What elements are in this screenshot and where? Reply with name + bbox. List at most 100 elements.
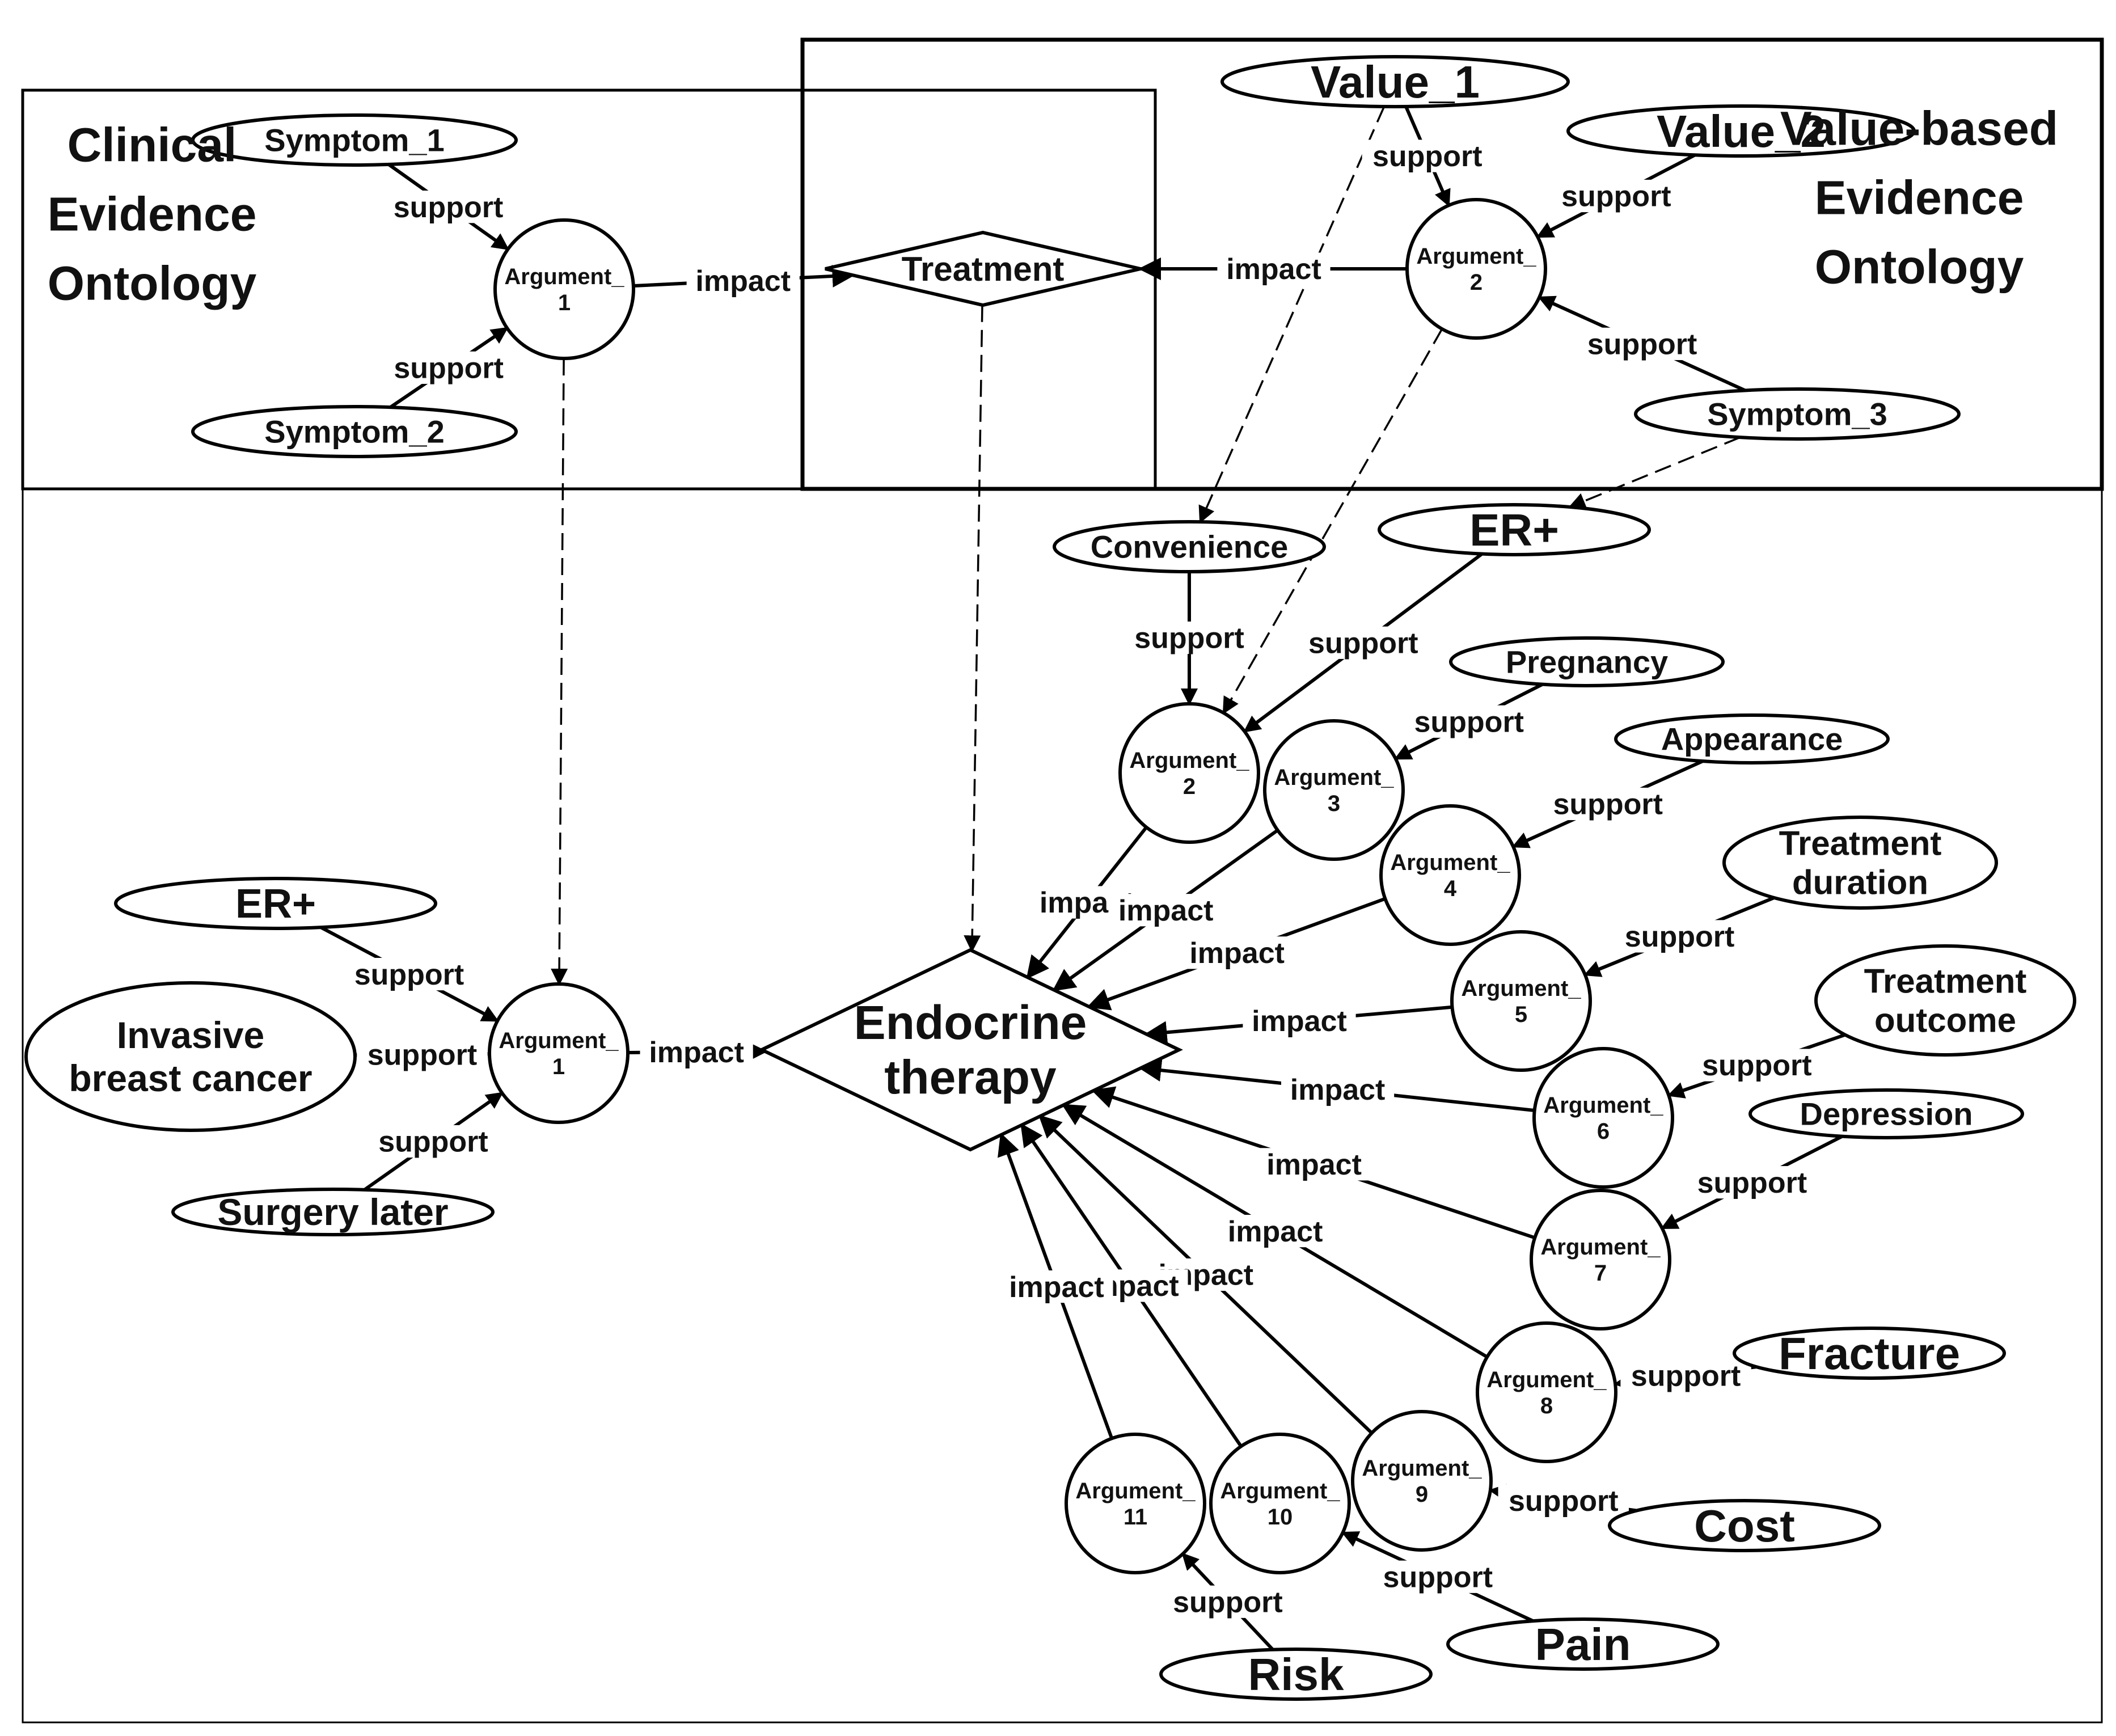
concept-ellipse — [1634, 387, 1961, 441]
edge-label-background — [1000, 1270, 1113, 1303]
value-2-label: Value_2 — [1657, 106, 1826, 157]
node-arg1-bottom[interactable]: Argument_1 — [488, 982, 630, 1124]
support-label: support — [1553, 788, 1663, 821]
node-arg1-top[interactable]: Argument_1 — [493, 218, 635, 360]
edge-label-background — [686, 264, 800, 297]
support-label: support — [394, 352, 504, 385]
symptom-1-label: Symptom_1 — [264, 123, 444, 158]
node-arg-7[interactable]: Argument_7 — [1530, 1189, 1671, 1330]
pain-label: Pain — [1535, 1619, 1631, 1670]
node-pregnancy[interactable]: Pregnancy — [1449, 636, 1725, 687]
arg-10-label: Argument_10 — [1220, 1479, 1340, 1530]
node-value-2[interactable]: Value_2 — [1566, 104, 1916, 158]
edge-label-background — [1109, 894, 1223, 927]
argument-circle — [1263, 719, 1405, 861]
support-label: support — [378, 1126, 488, 1159]
edge-label-background — [640, 1036, 753, 1068]
concept-ellipse — [1722, 816, 1998, 910]
arg2-top-label: Argument_2 — [1416, 244, 1536, 295]
node-arg-5[interactable]: Argument_5 — [1450, 930, 1592, 1072]
argument-circle — [488, 982, 630, 1124]
concept-ellipse — [114, 877, 437, 930]
arg-6-label: Argument_6 — [1543, 1093, 1663, 1144]
node-arg2-top[interactable]: Argument_2 — [1405, 198, 1547, 340]
edge-label-background — [1218, 1214, 1332, 1248]
mapping-arg1-top-to-arg1-bottom — [551, 358, 568, 986]
node-er-plus-left[interactable]: ER+ — [114, 877, 437, 930]
node-symptom-1[interactable]: Symptom_1 — [191, 113, 518, 167]
edge-label-background — [1180, 936, 1294, 969]
impact-label: impact — [1118, 894, 1214, 927]
value-ontology-box — [800, 37, 2104, 491]
node-pain[interactable]: Pain — [1446, 1617, 1720, 1671]
node-arg-4[interactable]: Argument_4 — [1379, 804, 1521, 946]
node-surgery-later[interactable]: Surgery later — [171, 1188, 495, 1236]
support-label: support — [1509, 1485, 1619, 1518]
impact-label: impact — [1252, 1005, 1347, 1038]
node-value-1[interactable]: Value_1 — [1220, 55, 1570, 108]
node-convenience[interactable]: Convenience — [1053, 520, 1326, 573]
value-1-label: Value_1 — [1311, 57, 1480, 107]
support-label: support — [1372, 140, 1483, 173]
node-depression[interactable]: Depression — [1748, 1088, 2024, 1139]
arg-5-label: Argument_5 — [1461, 976, 1581, 1027]
edge-label-background — [1551, 179, 1682, 213]
edge-layer: support support impact impact support support… — [320, 105, 1846, 1651]
edge-label-background — [1620, 1359, 1751, 1392]
concept-ellipse — [1053, 520, 1326, 573]
edge-label-background — [1298, 626, 1429, 659]
decision-diamond — [758, 948, 1183, 1152]
depression-label: Depression — [1800, 1096, 1973, 1132]
edge-label-background — [1691, 1049, 1823, 1082]
arg-3-label: Argument_3 — [1274, 765, 1394, 816]
node-arg-8[interactable]: Argument_8 — [1476, 1321, 1617, 1463]
impact-label: impact — [1189, 937, 1285, 970]
node-risk[interactable]: Risk — [1159, 1648, 1433, 1701]
edge-label-background — [1243, 1004, 1356, 1037]
support-label: support — [1587, 328, 1697, 361]
edge-label-background — [357, 1038, 488, 1071]
edge-label-background — [1217, 252, 1331, 285]
node-arg-11[interactable]: Argument_11 — [1065, 1433, 1206, 1574]
argument-circle — [1351, 1410, 1493, 1552]
argument-circle — [1379, 804, 1521, 946]
node-arg-3[interactable]: Argument_3 — [1263, 719, 1405, 861]
support-label: support — [1702, 1049, 1812, 1082]
arg-4-label: Argument_4 — [1390, 850, 1510, 901]
node-symptom-2[interactable]: Symptom_2 — [191, 405, 518, 458]
concept-ellipse — [1446, 1617, 1720, 1671]
node-treatment[interactable]: Treatment — [825, 230, 1141, 307]
node-cost[interactable]: Cost — [1608, 1499, 1881, 1552]
argument-circle — [1065, 1433, 1206, 1574]
concept-ellipse — [1220, 55, 1570, 108]
support-label: support — [1625, 920, 1735, 953]
node-arg-10[interactable]: Argument_10 — [1209, 1433, 1351, 1574]
er-plus-left-label: ER+ — [235, 881, 316, 927]
concept-ellipse — [1608, 1499, 1881, 1552]
arg1-bottom-label: Argument_1 — [499, 1028, 619, 1079]
risk-label: Risk — [1248, 1649, 1344, 1700]
node-arg-2[interactable]: Argument_2 — [1118, 702, 1260, 844]
node-arg-9[interactable]: Argument_9 — [1351, 1410, 1493, 1552]
edge-label-background — [1687, 1166, 1818, 1199]
support-label: support — [1697, 1167, 1807, 1199]
mapping-value-1-to-convenience — [1198, 106, 1386, 523]
node-arg-6[interactable]: Argument_6 — [1532, 1047, 1674, 1189]
node-er-plus-right[interactable]: ER+ — [1378, 503, 1651, 556]
node-appearance[interactable]: Appearance — [1614, 713, 1890, 764]
support-label: support — [394, 191, 504, 224]
concept-ellipse — [1566, 104, 1916, 158]
concept-ellipse — [191, 405, 518, 458]
edge-label-background — [344, 957, 475, 991]
concept-ellipse — [171, 1188, 495, 1236]
node-fracture[interactable]: Fracture — [1733, 1327, 2006, 1380]
concept-ellipse — [1614, 713, 1890, 764]
support-label: support — [1173, 1586, 1283, 1619]
node-symptom-3[interactable]: Symptom_3 — [1634, 387, 1961, 441]
